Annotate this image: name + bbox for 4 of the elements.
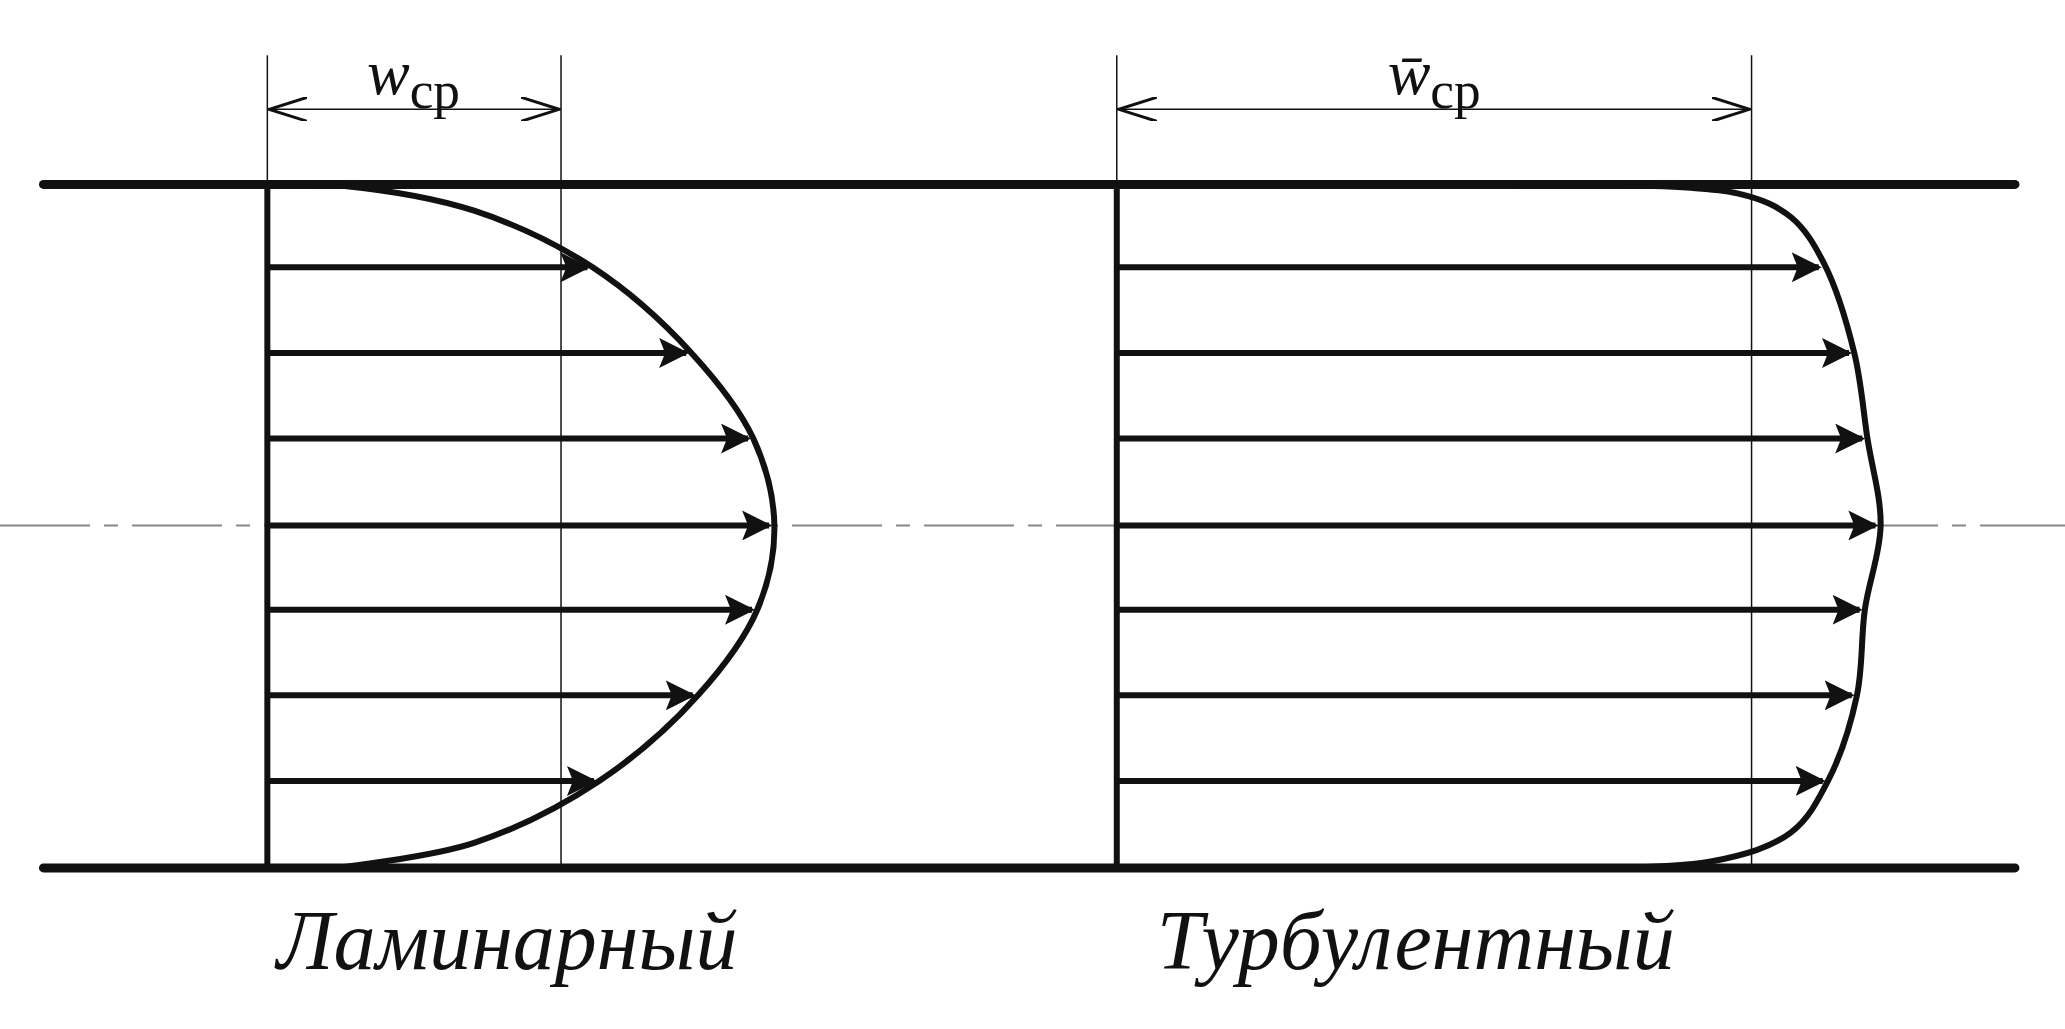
regime-label: Турбулентный [1156,893,1675,990]
velocity-symbol: w̄$_{ср}$ [1387,40,1481,118]
regime-label: Ламинарный [276,893,738,990]
velocity-symbol: w$_{ср}$ [367,40,461,118]
